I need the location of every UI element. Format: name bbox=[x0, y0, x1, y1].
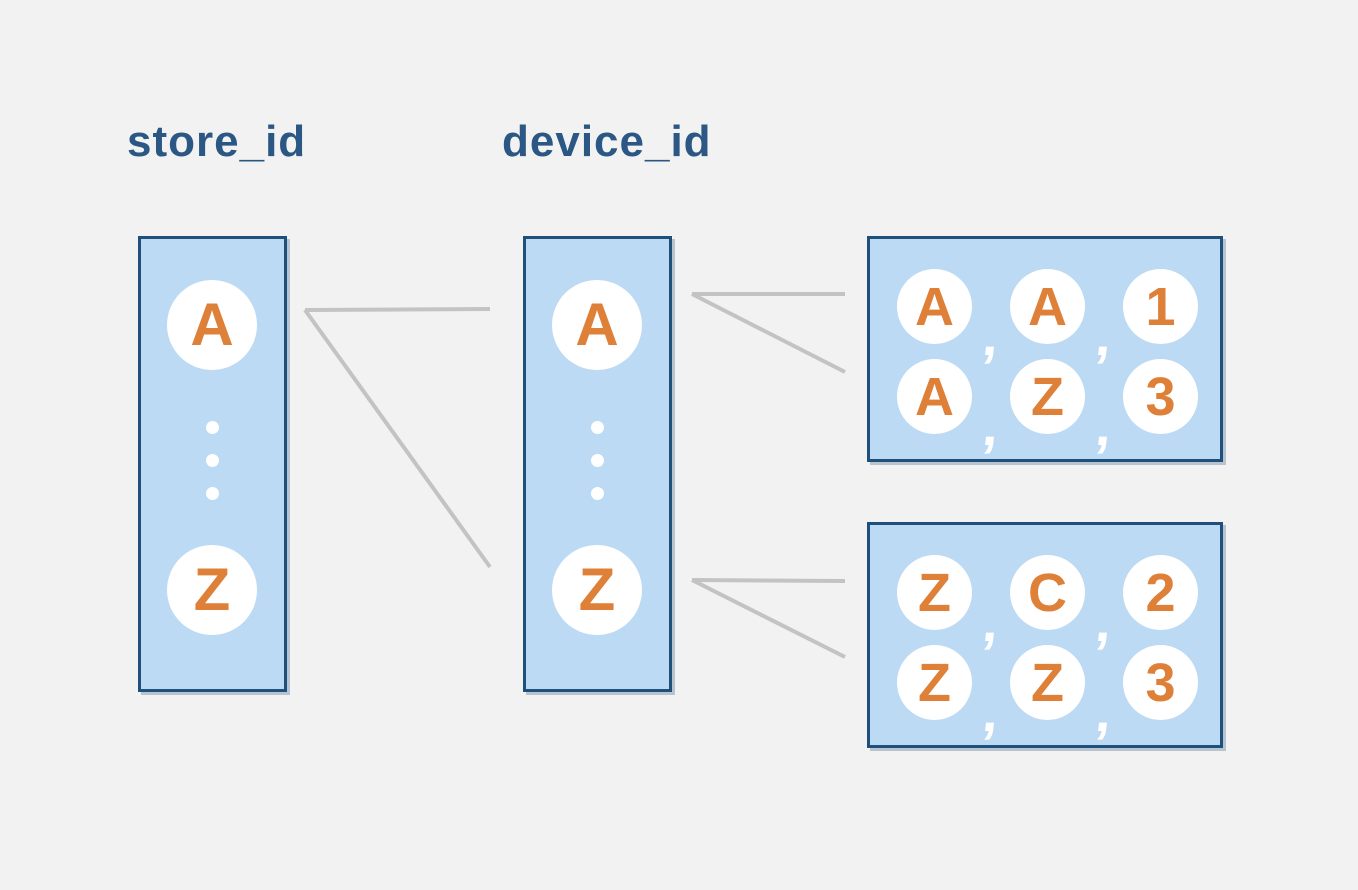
store-id-column: A Z bbox=[138, 236, 287, 692]
device-value-bottom-circle: Z bbox=[552, 545, 642, 635]
tuple-row: A , Z , 3 bbox=[897, 359, 1198, 457]
tuple-row: Z , Z , 3 bbox=[897, 645, 1198, 743]
device-z-tuples-box: Z , C , 2 Z , Z , 3 bbox=[867, 522, 1223, 748]
tuple-value-circle: 2 bbox=[1123, 555, 1198, 630]
tuple-value-circle: A bbox=[1010, 269, 1085, 344]
device-a-tuples-box: A , A , 1 A , Z , 3 bbox=[867, 236, 1223, 462]
tuple-value-circle: 3 bbox=[1123, 645, 1198, 720]
store-id-label: store_id bbox=[127, 117, 307, 166]
connector-store-a-to-device-bottom bbox=[303, 308, 492, 569]
ellipsis-dot bbox=[591, 454, 604, 467]
tuple-value-circle: Z bbox=[1010, 359, 1085, 434]
connector-device-z-to-tuples-top bbox=[691, 578, 846, 583]
tuple-value-circle: C bbox=[1010, 555, 1085, 630]
comma-separator: , bbox=[979, 590, 1003, 654]
tuple-value-circle: A bbox=[897, 269, 972, 344]
comma-separator: , bbox=[1092, 304, 1116, 368]
comma-separator: , bbox=[979, 394, 1003, 458]
store-value-bottom-circle: Z bbox=[167, 545, 257, 635]
comma-separator: , bbox=[979, 304, 1003, 368]
ellipsis-dot bbox=[206, 487, 219, 500]
tuple-value-circle: 3 bbox=[1123, 359, 1198, 434]
ellipsis-dot bbox=[591, 421, 604, 434]
tuple-value-circle: Z bbox=[897, 645, 972, 720]
connector-store-a-to-device-top bbox=[304, 307, 491, 312]
device-id-column: A Z bbox=[523, 236, 672, 692]
tuple-row: Z , C , 2 bbox=[897, 555, 1198, 653]
tuple-value-circle: Z bbox=[897, 555, 972, 630]
tuple-row: A , A , 1 bbox=[897, 269, 1198, 367]
comma-separator: , bbox=[1092, 590, 1116, 654]
device-value-top-circle: A bbox=[552, 280, 642, 370]
tuple-value-circle: A bbox=[897, 359, 972, 434]
ellipsis-dot bbox=[591, 487, 604, 500]
ellipsis-dot bbox=[206, 454, 219, 467]
store-value-top-circle: A bbox=[167, 280, 257, 370]
ellipsis-dot bbox=[206, 421, 219, 434]
device-id-label: device_id bbox=[502, 117, 712, 166]
comma-separator: , bbox=[1092, 394, 1116, 458]
comma-separator: , bbox=[979, 680, 1003, 744]
connector-device-a-to-tuples-bottom bbox=[691, 292, 846, 374]
comma-separator: , bbox=[1092, 680, 1116, 744]
tuple-value-circle: Z bbox=[1010, 645, 1085, 720]
connector-device-z-to-tuples-bottom bbox=[691, 578, 846, 659]
tuple-value-circle: 1 bbox=[1123, 269, 1198, 344]
